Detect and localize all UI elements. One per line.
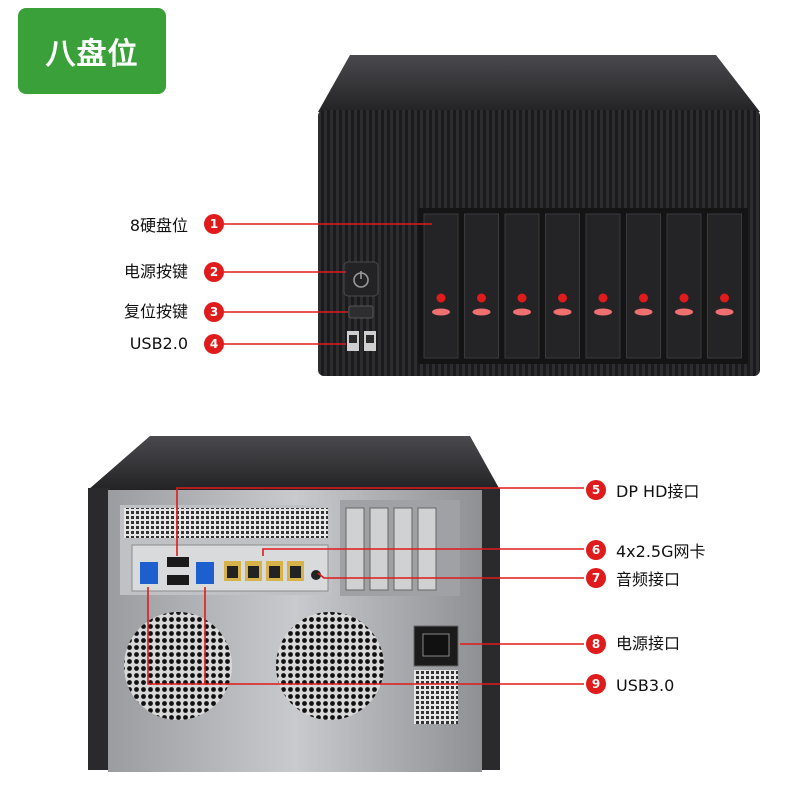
drive-tray bbox=[707, 213, 742, 359]
drive-led bbox=[477, 293, 486, 303]
drive-bay-count-badge: 八盘位 bbox=[18, 8, 166, 94]
callout-number-6: 6 bbox=[586, 540, 606, 560]
psu-vent bbox=[414, 670, 458, 724]
drive-trays bbox=[423, 213, 742, 359]
drive-tray-latch bbox=[594, 308, 612, 316]
callout-label-network: 4x2.5G网卡 bbox=[616, 542, 706, 561]
front-top-lid bbox=[318, 55, 760, 112]
drive-tray bbox=[464, 213, 499, 359]
callout-label-audio: 音频接口 bbox=[616, 570, 681, 589]
drive-tray bbox=[585, 213, 621, 359]
drive-tray bbox=[626, 213, 661, 359]
usb3-port-right bbox=[196, 562, 214, 584]
callout-label-power-button: 电源按键 bbox=[123, 262, 188, 281]
rear-right-rail bbox=[480, 488, 500, 770]
drive-tray-latch bbox=[634, 308, 653, 316]
drive-led bbox=[436, 293, 446, 303]
drive-tray bbox=[504, 213, 540, 359]
rear-top-lid bbox=[88, 436, 500, 490]
hdmi-port bbox=[167, 575, 189, 585]
callout-label-power-inlet: 电源接口 bbox=[616, 634, 681, 653]
drive-led bbox=[598, 293, 608, 303]
drive-led bbox=[720, 293, 729, 303]
callout-number-9: 9 bbox=[586, 674, 606, 694]
rj45-ports bbox=[224, 561, 304, 581]
drive-tray-latch bbox=[472, 308, 491, 316]
callout-lines bbox=[147, 223, 584, 685]
callout-label-reset-button: 复位按键 bbox=[123, 302, 188, 321]
drive-tray-latch bbox=[513, 308, 531, 316]
drive-tray bbox=[666, 213, 702, 359]
callout-label-usb3: USB3.0 bbox=[616, 676, 675, 695]
drive-tray bbox=[423, 213, 459, 359]
usb3-port-left bbox=[140, 562, 158, 584]
drive-led bbox=[558, 293, 567, 303]
drive-led bbox=[517, 293, 527, 303]
drive-tray-latch bbox=[715, 308, 734, 316]
callout-number-3: 3 bbox=[204, 302, 224, 322]
rear-fan-left bbox=[124, 612, 232, 720]
drive-led bbox=[639, 293, 648, 303]
drive-tray-latch bbox=[553, 308, 572, 316]
vent-grid bbox=[124, 508, 328, 538]
callout-number-5: 5 bbox=[586, 480, 606, 500]
callout-label-dp-hd: DP HD接口 bbox=[616, 482, 700, 501]
callout-number-7: 7 bbox=[586, 568, 606, 588]
dp-port bbox=[167, 557, 189, 567]
reset-button bbox=[348, 305, 374, 319]
callout-number-2: 2 bbox=[204, 262, 224, 282]
drive-tray bbox=[545, 213, 580, 359]
drive-led bbox=[679, 293, 689, 303]
callout-label-drive-bays: 8硬盘位 bbox=[129, 216, 188, 235]
callout-number-4: 4 bbox=[204, 334, 224, 354]
callout-number-1: 1 bbox=[204, 214, 224, 234]
callout-label-usb2: USB2.0 bbox=[129, 334, 188, 353]
badge-text: 八盘位 bbox=[45, 37, 139, 72]
drive-tray-latch bbox=[432, 308, 450, 316]
drive-tray-latch bbox=[675, 308, 693, 316]
callout-number-8: 8 bbox=[586, 634, 606, 654]
rear-left-rail bbox=[88, 488, 110, 770]
rear-fan-right bbox=[276, 612, 384, 720]
